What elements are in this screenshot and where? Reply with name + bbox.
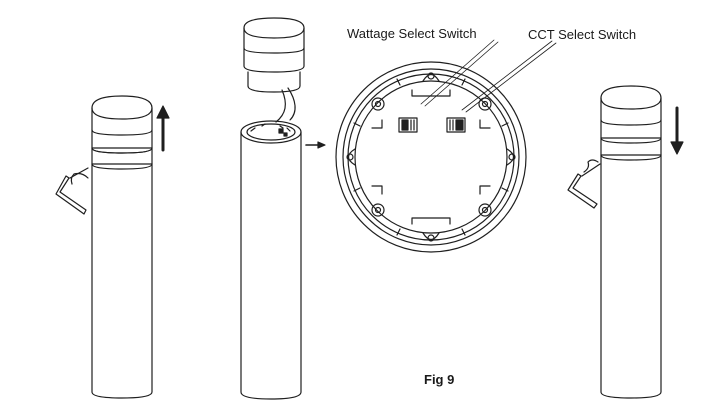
arrow-down-icon — [670, 106, 684, 155]
arrow-up-icon — [156, 105, 170, 152]
bollard-1-cap — [91, 95, 153, 154]
screw-post-br — [478, 203, 492, 217]
bollard-2-wires — [275, 87, 296, 123]
figure-caption: Fig 9 — [424, 372, 455, 387]
screw-post-bl — [371, 203, 385, 217]
mounting-ring-detail — [335, 39, 557, 253]
bollard-1-collar — [91, 147, 153, 165]
bollard-4 — [567, 85, 684, 399]
bollard-1-set-screw — [70, 172, 89, 185]
mounting-lug-left — [346, 148, 356, 166]
wattage-leader-line — [424, 41, 499, 107]
bollard-4-collar — [600, 137, 662, 156]
bollard-1 — [55, 95, 170, 399]
cct-leader-line — [465, 42, 557, 113]
screw-post-tr — [478, 97, 492, 111]
wattage-select-switch-label: Wattage Select Switch — [347, 26, 477, 41]
hex-key-2-icon — [567, 173, 598, 209]
bollard-4-set-screw — [583, 159, 599, 173]
bollard-4-shaft — [600, 154, 662, 399]
mounting-lug-right — [506, 148, 516, 166]
hex-key-1-icon — [55, 175, 87, 215]
mounting-lug-top — [422, 72, 440, 82]
bollard-4-cap — [600, 85, 662, 144]
wattage-select-switch — [398, 117, 418, 133]
mounting-lug-bottom — [422, 232, 440, 242]
cct-select-switch — [446, 117, 466, 133]
bollard-1-shaft — [91, 163, 153, 399]
ring-inner-edge — [354, 80, 508, 234]
bollard-2 — [240, 17, 326, 400]
screw-post-tl — [371, 97, 385, 111]
ring-outer-edge — [335, 61, 527, 253]
bollard-2-shaft — [240, 131, 302, 400]
arrow-right-icon — [305, 141, 326, 149]
bollard-2-cap — [243, 17, 305, 73]
cct-select-switch-label: CCT Select Switch — [528, 27, 637, 42]
